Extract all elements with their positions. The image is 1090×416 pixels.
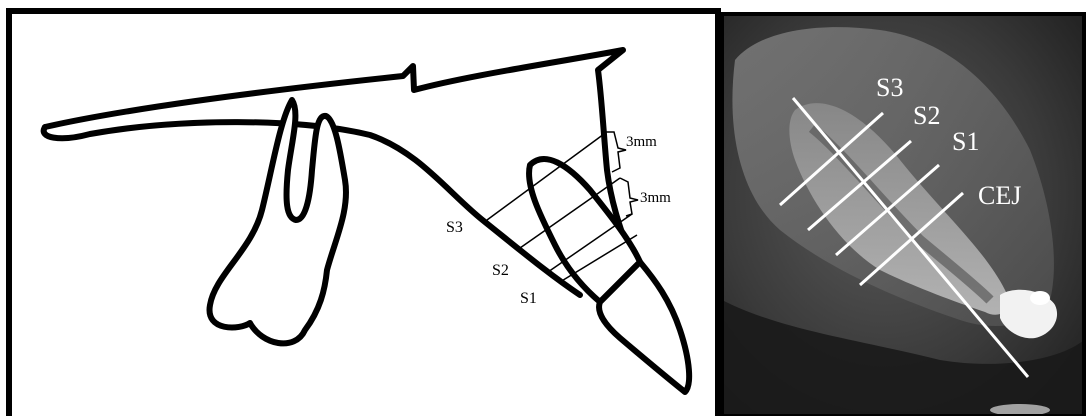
measure-label-lower: 3mm: [640, 190, 671, 206]
ct-label-s3: S3: [876, 73, 903, 102]
ct-label-s1: S1: [952, 127, 979, 156]
section-label-s3: S3: [446, 219, 463, 236]
section-label-s1: S1: [520, 290, 537, 307]
schematic-panel: 3mm 3mm S3 S2 S1: [9, 11, 718, 416]
ct-image-panel: S3 S2 S1 CEJ: [722, 14, 1084, 416]
section-label-s2: S2: [492, 262, 509, 279]
ct-label-s2: S2: [913, 101, 940, 130]
measure-label-upper: 3mm: [626, 134, 657, 150]
ct-label-cej: CEJ: [978, 181, 1021, 210]
ct-restoration-highlight: [1030, 291, 1050, 305]
